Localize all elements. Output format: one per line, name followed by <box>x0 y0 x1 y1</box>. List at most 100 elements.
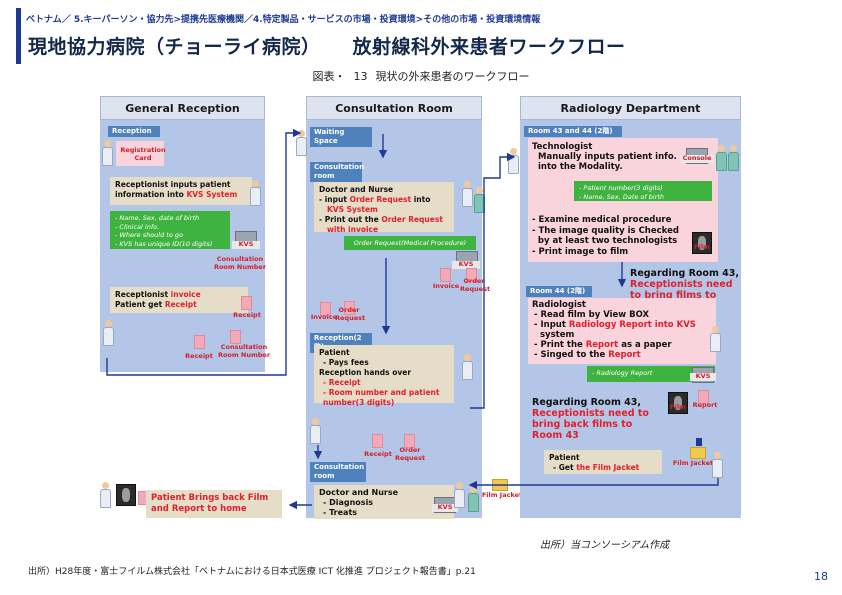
green-line: - Patient number(3 digits) <box>579 184 663 192</box>
film-jacket-label: Film Jacket <box>481 491 523 499</box>
green-line: - Name, Sex, Date of birth <box>579 192 665 201</box>
kvs-system-text: KVS System <box>327 205 378 214</box>
reception-payment-box: Patient - Pays fees Reception hands over… <box>314 345 454 407</box>
regarding-room-43-text-2: Regarding Room 43, <box>532 397 641 408</box>
green-line: - KVS has unique ID(10 digits) <box>115 239 213 248</box>
report-label: Report <box>692 401 718 409</box>
order-request-label-3: Order Request <box>394 446 426 462</box>
technologist-title: Technologist <box>532 142 593 152</box>
receipt-label: Receipt <box>364 450 392 458</box>
regarding-room-43-text: Regarding Room 43, <box>630 268 739 279</box>
consultation-room-number-label: Consultation Room Number <box>213 255 267 271</box>
reception-tab: Reception <box>108 126 160 137</box>
input-text: - Input <box>534 320 566 330</box>
invoice-doc-icon-2 <box>320 302 331 316</box>
doctor-order-box: Doctor and Nurse - input Order Request i… <box>314 182 454 234</box>
receipt-label: Receipt <box>233 311 261 319</box>
radiologist-title: Radiologist <box>532 300 586 310</box>
consultation-room-tab-2: Consultation room <box>310 462 366 482</box>
patient-figure-icon <box>310 418 321 444</box>
technologist-line-2: into the Modality. <box>538 162 623 172</box>
invoice-label: Invoice <box>432 282 460 290</box>
nurse-figure-icon <box>474 187 485 213</box>
film-jacket-icon <box>690 447 706 459</box>
receipt-doc-icon-bottom <box>194 335 205 349</box>
invoice-label-2: Invoice <box>310 313 338 321</box>
receptionists-bring-back-text: Receptionists need to bring back films t… <box>532 408 649 441</box>
patient-number-green-box: - Patient number(3 digits) - Name, Sex, … <box>574 181 712 201</box>
film-label-2: Film <box>670 403 686 411</box>
page-title: 現地協力病院（チョーライ病院） 放射線科外来患者ワークフロー <box>28 32 626 59</box>
consultation-room-tab: Consultation room <box>310 162 364 182</box>
general-reception-header: General Reception <box>100 96 265 120</box>
page-title-main: 現地協力病院（チョーライ病院） <box>28 36 321 58</box>
radiologist-area <box>528 298 716 364</box>
film-label: Film <box>694 243 710 251</box>
patient-figure-icon <box>102 140 113 166</box>
technologist-figure-icon-2 <box>728 145 739 171</box>
doctor-nurse-text: Doctor and Nurse <box>319 488 399 497</box>
kvs-label: KVS <box>432 503 458 512</box>
figure-number: 13 <box>353 70 368 83</box>
patient-brings-back-box: Patient Brings back Film and Report to h… <box>146 490 282 518</box>
green-line: - Where should to go <box>115 231 183 239</box>
invoice-doc-icon <box>440 268 451 282</box>
figure-label: 図表・ <box>312 70 346 83</box>
page-title-sub: 放射線科外来患者ワークフロー <box>352 36 626 58</box>
page-number: 18 <box>814 570 828 583</box>
receipt-doc-icon <box>372 434 383 448</box>
receipt-doc-icon <box>241 296 252 310</box>
figure-caption: 図表・ 13 現状の外来患者のワークフロー <box>0 68 842 84</box>
kvs-label: KVS <box>232 240 260 249</box>
nurse-figure-icon <box>468 486 479 512</box>
patient-text: Patient <box>319 348 350 357</box>
registration-card-label: Registration Card <box>120 146 166 162</box>
film-jacket-text: the Film Jacket <box>576 463 640 472</box>
consultation-room-header: Consultation Room <box>306 96 482 120</box>
receptionist-text: Receptionist <box>115 290 169 299</box>
order-request-green-box: Order Request(Medical Procedure) <box>344 236 476 250</box>
technologist-figure-icon <box>716 145 727 171</box>
console-label: Console <box>680 154 714 163</box>
doctor-nurse-text: Doctor and Nurse <box>319 185 394 194</box>
kvs-system-text: KVS System <box>186 190 238 199</box>
into-text: into <box>413 195 431 204</box>
print-out-text: - Print out the <box>319 215 379 224</box>
consultation-room-number-bottom: Consultation Room Number <box>217 343 271 359</box>
breadcrumb: ベトナム／ 5.キーパーソン・協力先>提携先医療機関／4.特定製品・サービスの市… <box>26 15 541 25</box>
film-xray-icon-final <box>116 484 136 506</box>
room-number-line: - Room number and patient number(3 digit… <box>323 388 440 407</box>
room-44-tab: Room 44 (2階) <box>526 286 592 297</box>
diagnosis-text: - Diagnosis <box>323 498 374 507</box>
radiology-report-green-box: - Radiology Report <box>587 366 715 382</box>
radiology-report-text: Radiology Report into KVS <box>568 320 696 330</box>
film-jacket-label: Film Jacket <box>672 459 714 467</box>
kvs-label: KVS <box>452 260 480 269</box>
title-accent-bar <box>16 8 21 64</box>
as-paper-text: as a paper <box>621 340 672 350</box>
radiologist-figure-icon <box>710 326 721 352</box>
examine-line: by at least two technologists <box>532 236 678 246</box>
film-xray-icon <box>692 232 712 254</box>
receptionist-inputs-box: Receptionist inputs patient information … <box>110 177 252 205</box>
doctor-figure-icon <box>462 181 473 207</box>
reception-hands-text: Reception hands over <box>319 368 412 377</box>
patient-figure-icon <box>296 130 307 156</box>
green-line: - Clinical info. <box>115 222 160 231</box>
order-request-doc-icon-2 <box>344 301 355 315</box>
patient-film-jacket-box: Patient - Get the Film Jacket <box>544 450 662 474</box>
examine-line: - Print image to film <box>532 246 629 257</box>
order-request-label: Order Request <box>460 277 491 293</box>
figure-caption-text: 現状の外来患者のワークフロー <box>375 70 530 83</box>
examine-line: - The image quality is Checked <box>532 225 679 236</box>
doctor-figure-icon <box>454 482 465 508</box>
report-text: Report <box>585 340 619 350</box>
patient-figure-icon <box>100 482 111 508</box>
signed-text: - Singed to the <box>534 350 606 360</box>
receptionist-invoice-box: Receptionist invoice Patient get Receipt <box>110 287 248 313</box>
kvs-label: KVS <box>690 372 716 381</box>
technologist-line-1: Manually inputs patient info. <box>538 152 677 162</box>
receptionist-figure-icon <box>462 354 473 380</box>
room-number-doc-icon <box>230 330 241 344</box>
order-request-text: Order Request <box>381 215 443 224</box>
